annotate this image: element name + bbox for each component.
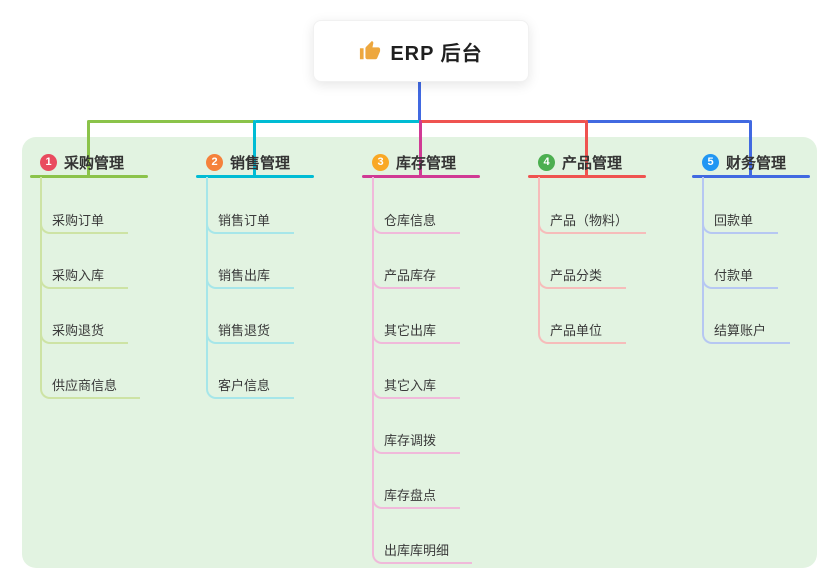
- branch-node-purchase[interactable]: 1 采购管理: [30, 149, 124, 175]
- child-node[interactable]: 供应商信息: [52, 378, 118, 393]
- branch-label: 库存管理: [396, 154, 457, 172]
- child-node[interactable]: 产品（物料）: [550, 213, 629, 228]
- branch-badge: 5: [702, 153, 719, 171]
- connector-h-branch2: [255, 120, 420, 123]
- child-node[interactable]: 销售出库: [218, 268, 271, 283]
- root-node[interactable]: ERP 后台: [313, 20, 529, 82]
- branch-node-product[interactable]: 4 产品管理: [528, 149, 622, 175]
- child-node[interactable]: 结算账户: [714, 323, 767, 338]
- branch-children: 销售订单 销售出库 销售退货 客户信息: [206, 177, 336, 417]
- child-node[interactable]: 回款单: [714, 213, 754, 228]
- branch-label: 财务管理: [726, 154, 787, 172]
- connector-root-vertical: [418, 80, 421, 122]
- child-connector: [538, 177, 626, 344]
- connector-v-branch5: [749, 120, 752, 178]
- thumbs-up-icon: [359, 40, 381, 62]
- child-node[interactable]: 客户信息: [218, 378, 271, 393]
- branch-badge: 2: [206, 153, 223, 171]
- branch-underline: [692, 175, 810, 178]
- branch-children: 回款单 付款单 结算账户: [702, 177, 832, 367]
- connector-h-branch4: [420, 120, 586, 123]
- root-title: ERP 后台: [390, 42, 483, 65]
- child-node[interactable]: 产品库存: [384, 268, 437, 283]
- connector-h-branch5: [586, 120, 750, 123]
- child-connector: [40, 177, 140, 399]
- child-node[interactable]: 销售订单: [218, 213, 271, 228]
- child-node[interactable]: 产品分类: [550, 268, 603, 283]
- branch-label: 采购管理: [64, 154, 125, 172]
- child-node[interactable]: 采购订单: [52, 213, 105, 228]
- branch-node-finance[interactable]: 5 财务管理: [692, 149, 786, 175]
- branch-node-inventory[interactable]: 3 库存管理: [362, 149, 456, 175]
- branch-badge: 1: [40, 153, 57, 171]
- child-node[interactable]: 出库库明细: [384, 543, 450, 558]
- child-node[interactable]: 付款单: [714, 268, 754, 283]
- connector-v-branch2: [253, 120, 256, 178]
- child-connector: [702, 177, 790, 344]
- child-node[interactable]: 销售退货: [218, 323, 271, 338]
- child-node[interactable]: 其它入库: [384, 378, 437, 393]
- branch-underline: [362, 175, 480, 178]
- child-connector: [372, 177, 472, 564]
- branch-children: 采购订单 采购入库 采购退货 供应商信息: [40, 177, 170, 417]
- branch-children: 产品（物料） 产品分类 产品单位: [538, 177, 678, 367]
- connector-v-branch3: [419, 120, 422, 178]
- branch-label: 产品管理: [562, 154, 623, 172]
- branch-underline: [30, 175, 148, 178]
- child-node[interactable]: 采购退货: [52, 323, 105, 338]
- child-node[interactable]: 产品单位: [550, 323, 603, 338]
- branch-badge: 3: [372, 153, 389, 171]
- branch-node-sales[interactable]: 2 销售管理: [196, 149, 290, 175]
- child-connector: [206, 177, 294, 399]
- branch-label: 销售管理: [230, 154, 291, 172]
- branch-underline: [528, 175, 646, 178]
- connector-v-branch1: [87, 120, 90, 178]
- connector-h-branch1: [88, 120, 255, 123]
- child-node[interactable]: 仓库信息: [384, 213, 437, 228]
- branch-children: 仓库信息 产品库存 其它出库 其它入库 库存调拨 库存盘点 出库库明细: [372, 177, 502, 577]
- child-node[interactable]: 库存调拨: [384, 433, 437, 448]
- child-node[interactable]: 库存盘点: [384, 488, 437, 503]
- child-node[interactable]: 其它出库: [384, 323, 437, 338]
- mindmap-canvas: [22, 137, 817, 568]
- branch-underline: [196, 175, 314, 178]
- child-node[interactable]: 采购入库: [52, 268, 105, 283]
- connector-v-branch4: [585, 120, 588, 178]
- branch-badge: 4: [538, 153, 555, 171]
